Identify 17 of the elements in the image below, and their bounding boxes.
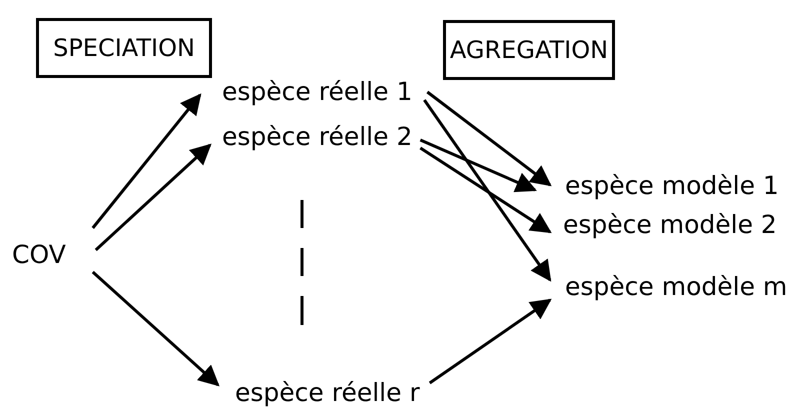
arrow	[92, 93, 202, 229]
title-box: SPECIATION	[36, 18, 212, 78]
species-label: espèce réelle 1	[222, 79, 412, 105]
arrow	[94, 144, 212, 252]
arrow	[426, 90, 552, 186]
arrow	[423, 99, 552, 282]
species-label: espèce modèle 2	[563, 212, 777, 238]
species-label: espèce modèle m	[565, 274, 788, 300]
species-label: espèce modèle 1	[565, 173, 779, 199]
arrow	[428, 298, 552, 384]
arrow	[420, 138, 537, 192]
species-label: COV	[12, 242, 66, 268]
species-label: espèce réelle 2	[222, 124, 412, 150]
title-box: AGREGATION	[443, 20, 615, 80]
arrow	[92, 270, 220, 386]
arrow	[420, 146, 552, 234]
species-label: espèce réelle r	[235, 380, 420, 406]
